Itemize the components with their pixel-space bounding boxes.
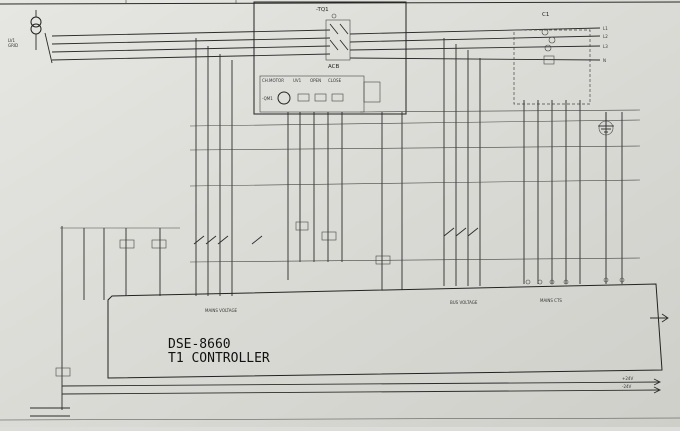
- transformer-icon: LV1 GRID: [8, 10, 42, 50]
- open-label: OPEN: [310, 78, 321, 83]
- sheet-border: [0, 0, 680, 5]
- busbar-label-group: L1 L2 L3 N: [603, 26, 608, 63]
- svg-text:LV1: LV1: [8, 38, 16, 43]
- bottom-supply-lines: +24V -24V: [0, 376, 680, 421]
- unit-label: UV1: [293, 78, 302, 83]
- m1-label: -QM1: [262, 96, 273, 101]
- supply-plus-label: +24V: [622, 376, 633, 381]
- mains-cts-label: MAINS CTS: [540, 298, 562, 303]
- mains-voltage-label: MAINS VOLTAGE: [205, 308, 238, 313]
- bus-voltage-label: BUS VOLTAGE: [450, 300, 478, 305]
- close-label: CLOSE: [328, 78, 342, 83]
- section-labels: MAINS VOLTAGE BUS VOLTAGE MAINS CTS: [205, 298, 562, 313]
- vertical-wires: [61, 38, 623, 410]
- controller-block: DSE-8660 T1 CONTROLLER: [107, 283, 669, 379]
- svg-text:GRID: GRID: [8, 43, 18, 48]
- supply-minus-label: -24V: [622, 384, 632, 389]
- busbar-label-n: N: [603, 58, 606, 63]
- terminal-rows: [60, 109, 641, 263]
- breaker-acb-label: ACB: [328, 64, 340, 70]
- controller-name: T1 CONTROLLER: [168, 351, 270, 366]
- busbar-label-l2: L2: [603, 34, 608, 39]
- controller-model: DSE-8660: [168, 337, 231, 352]
- breaker-q1-label: -TQ1: [316, 7, 329, 13]
- component-boxes: [55, 221, 625, 377]
- busbar-label-l1: L1: [603, 26, 608, 31]
- busbar-label-l3: L3: [603, 44, 608, 49]
- earth-icon: [598, 112, 614, 136]
- ct-label: C1: [542, 12, 549, 18]
- incoming-busbars: [44, 27, 601, 64]
- breaker-panel: -TQ1 ACB CH.MOTOR UV1 OPEN CLOSE -QM1: [253, 1, 407, 115]
- motor-label: CH.MOTOR: [262, 78, 284, 83]
